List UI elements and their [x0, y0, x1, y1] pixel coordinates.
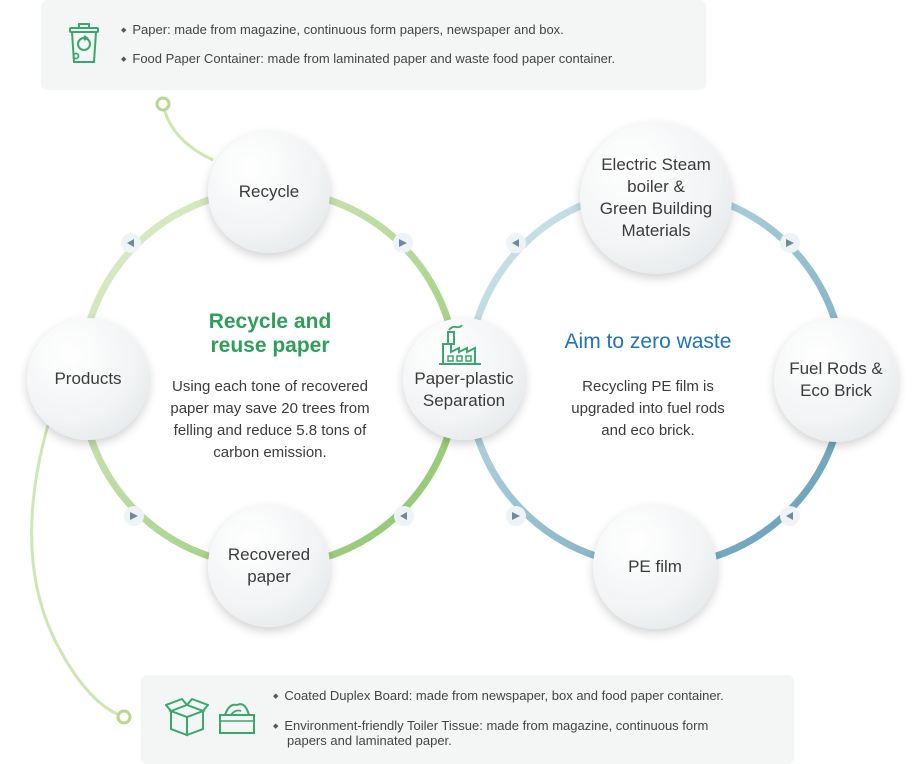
arrow-marker [780, 233, 800, 253]
node-pe-film-label: PE film [628, 557, 682, 576]
left-cycle-title: Recycle and reuse paper [208, 310, 332, 357]
node-electric-steam-boiler-label: Electric Steam boiler & Green Building M… [599, 155, 713, 240]
arrow-marker [124, 506, 144, 526]
arrow-marker [506, 233, 526, 253]
left-cycle-description: Using each tone of recovered paper may s… [170, 378, 370, 461]
right-cycle-title: Aim to zero waste [564, 330, 732, 353]
node-recycle-label: Recycle [238, 182, 300, 201]
bottom-connector [30, 424, 125, 719]
bottom-info-line-continued: papers and laminated paper. [287, 733, 452, 748]
node-products: Products [27, 318, 149, 440]
recycle-bin-icon [67, 22, 101, 71]
node-fuel-rods-eco-brick-label: Fuel Rods & Eco Brick [789, 359, 883, 400]
arrow-marker [780, 506, 800, 526]
right-cycle-description: Recycling PE film is upgraded into fuel … [571, 378, 725, 439]
bottom-info-line: Coated Duplex Board: made from newspaper… [273, 688, 723, 705]
node-recycle: Recycle [208, 131, 330, 253]
node-recovered-paper-label: Recovered paper [227, 545, 311, 586]
node-pe-film: PE film [593, 505, 717, 629]
top-connector-dot [155, 96, 171, 112]
top-connector [161, 103, 214, 162]
tissue-box-icon [217, 699, 257, 742]
node-fuel-rods-eco-brick: Fuel Rods & Eco Brick [774, 318, 898, 442]
node-paper-plastic-separation: Paper-plastic Separation [403, 318, 525, 440]
node-products-label: Products [54, 369, 122, 388]
bottom-info-box: Coated Duplex Board: made from newspaper… [141, 675, 794, 764]
node-electric-steam-boiler: Electric Steam boiler & Green Building M… [580, 122, 732, 274]
node-paper-plastic-separation-label: Paper-plastic Separation [414, 369, 514, 410]
top-info-line: Paper: made from magazine, continuous fo… [121, 22, 563, 39]
node-recovered-paper: Recovered paper [208, 505, 330, 627]
arrow-marker [121, 233, 141, 253]
bottom-info-line: Environment-friendly Toiler Tissue: made… [273, 718, 708, 735]
cardboard-box-icon [164, 697, 210, 742]
top-info-box: Paper: made from magazine, continuous fo… [41, 0, 706, 90]
arrow-marker [393, 233, 413, 253]
top-info-line: Food Paper Container: made from laminate… [121, 51, 615, 68]
arrow-marker [506, 506, 526, 526]
factory-icon [439, 322, 481, 371]
bottom-connector-dot [116, 709, 132, 725]
arrow-marker [394, 506, 414, 526]
